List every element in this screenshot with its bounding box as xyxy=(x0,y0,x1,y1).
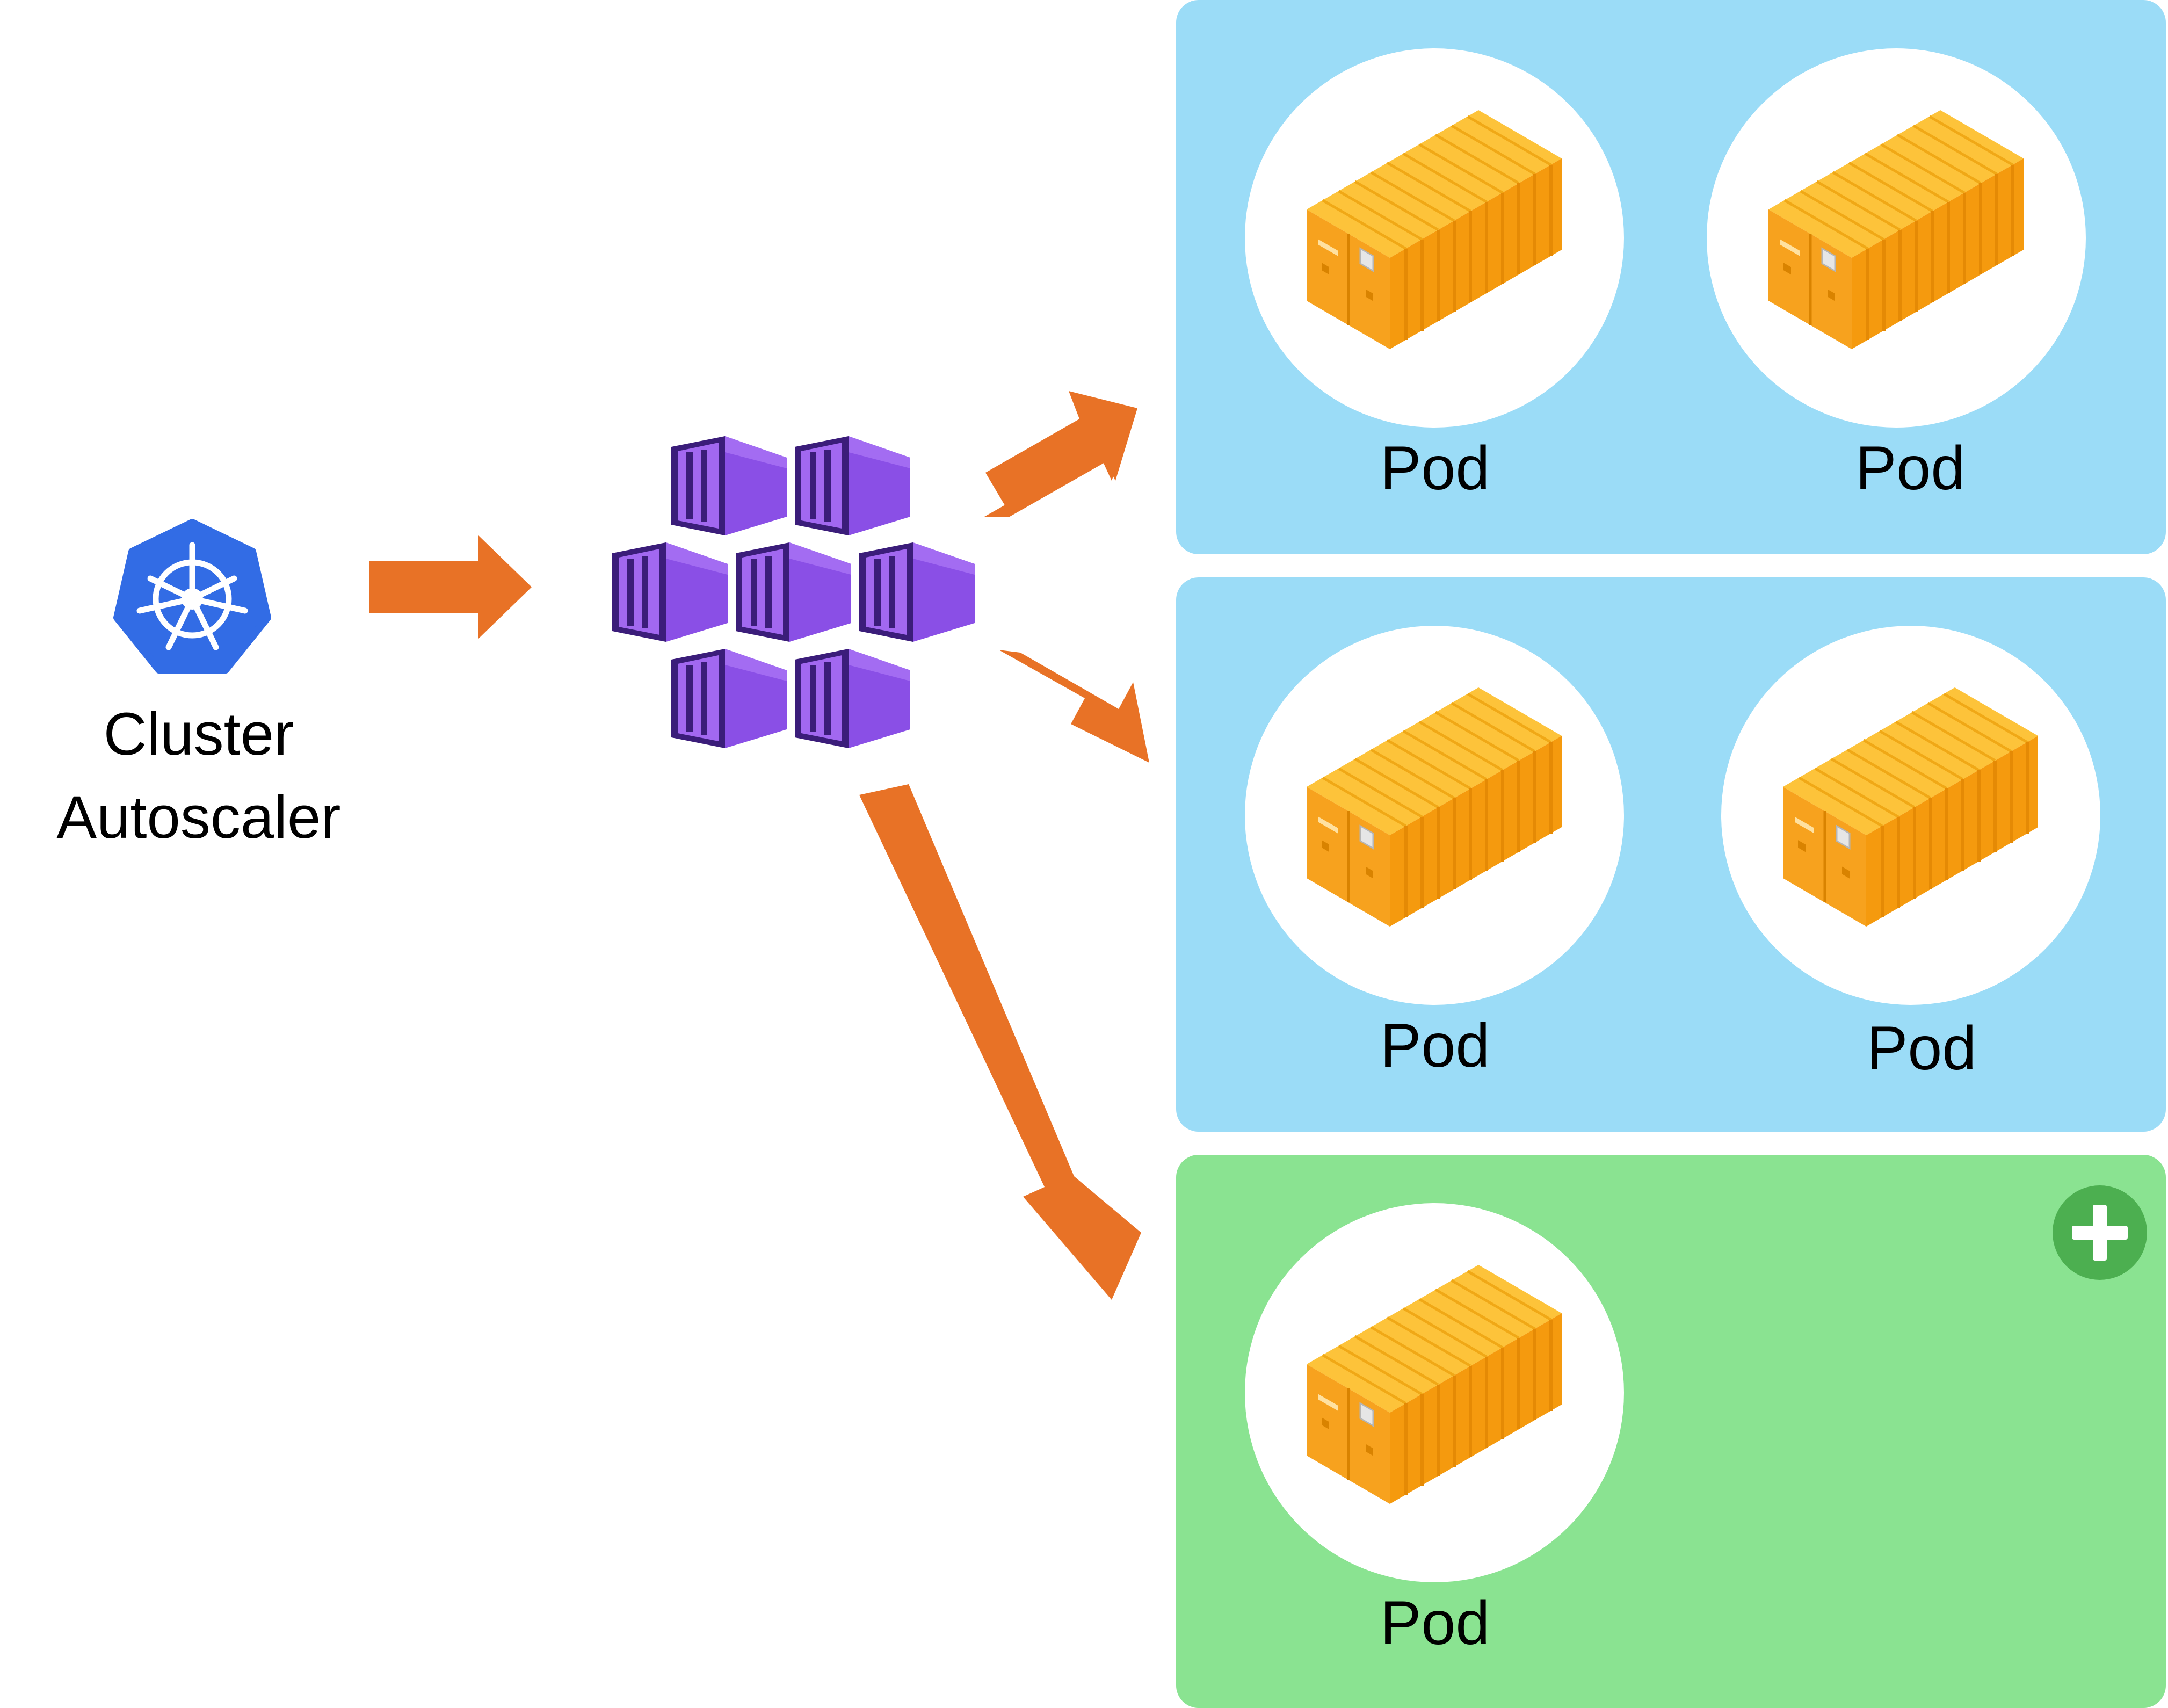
pod-label: Pod xyxy=(1866,1014,1977,1083)
node-2: Pod Pod xyxy=(1176,577,2166,1132)
plus-icon xyxy=(2053,1185,2147,1280)
arrows-to-nodes xyxy=(859,391,1149,1300)
pod-1-1 xyxy=(1245,48,1624,428)
pod-label: Pod xyxy=(1855,434,1966,503)
pod-label: Pod xyxy=(1380,1589,1490,1658)
cluster-autoscaler: Cluster Autoscaler xyxy=(32,510,387,854)
kubernetes-helm-icon xyxy=(113,519,271,674)
pod-label: Pod xyxy=(1380,434,1490,503)
pod-3-1 xyxy=(1245,1203,1624,1582)
container-icon xyxy=(1768,110,2024,352)
autoscaler-label-line1: Cluster xyxy=(103,700,294,768)
container-icon xyxy=(1307,1265,1562,1507)
container-icon xyxy=(1307,110,1562,352)
pod-2-2 xyxy=(1721,626,2100,1005)
pod-2-1 xyxy=(1245,626,1624,1005)
pod-label: Pod xyxy=(1380,1011,1490,1080)
node-3-added: Pod xyxy=(1176,1155,2166,1708)
container-icon xyxy=(1307,687,1562,929)
arrow-to-cluster xyxy=(369,535,532,639)
autoscaler-label-line2: Autoscaler xyxy=(56,783,341,851)
pod-1-2 xyxy=(1707,48,2086,428)
node-1: Pod Pod xyxy=(1176,0,2166,554)
container-icon xyxy=(1783,687,2039,929)
